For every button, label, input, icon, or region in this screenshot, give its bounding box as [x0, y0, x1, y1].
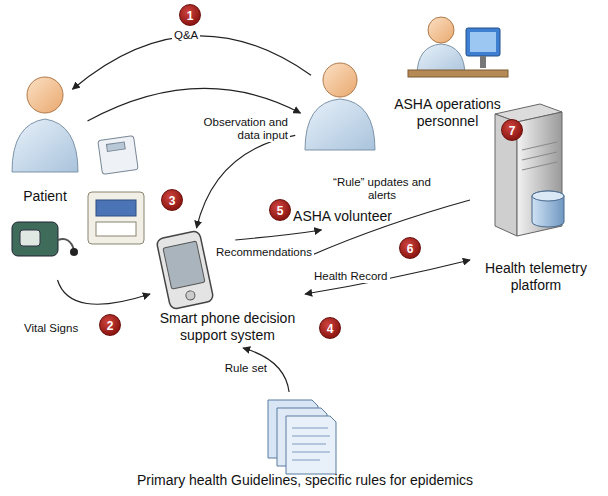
server-icon: [495, 104, 564, 236]
edge-label: Rule set: [190, 362, 269, 375]
node-label: Smart phone decision support system: [150, 310, 305, 344]
flow-arrow: [58, 280, 151, 304]
flow-arrow: [73, 36, 312, 89]
node-label: Primary health Guidelines, specific rule…: [40, 472, 570, 489]
operator-node: ASHA operations personnel: [385, 8, 510, 133]
edge-label: “Rule” updates and alerts: [330, 176, 434, 202]
server-node: Health telemetry platform: [470, 100, 602, 300]
operator-figure: [408, 17, 508, 77]
node-label: ASHA volunteer: [290, 208, 395, 225]
guidelines-node: Primary health Guidelines, specific rule…: [40, 392, 570, 492]
volunteer-node: ASHA volunteer: [290, 58, 395, 230]
callout-number: 4: [319, 317, 341, 339]
edge-label: Q&A: [172, 29, 200, 42]
guideline-documents: [268, 400, 336, 474]
flow-arrow: [197, 135, 296, 228]
patient-node: Patient: [5, 68, 155, 280]
callout-number: 2: [99, 314, 121, 336]
flow-arrow: [235, 230, 321, 240]
patient-figure: [12, 77, 78, 172]
node-label: Patient: [5, 188, 85, 205]
flow-arrow: [305, 260, 470, 294]
volunteer-figure: [305, 63, 375, 150]
edge-label: Vital Signs: [22, 322, 80, 335]
callout-number: 1: [179, 4, 201, 26]
node-label: ASHA operations personnel: [385, 96, 510, 130]
edge-label: Observation and data input: [186, 116, 290, 142]
node-label: Health telemetry platform: [470, 260, 602, 294]
callout-number: 7: [501, 119, 523, 141]
edge-label: Health Record: [312, 270, 390, 283]
callout-number: 5: [269, 199, 291, 221]
edge-label: Recommendations: [214, 246, 314, 259]
smartphone-icon: [156, 230, 214, 310]
callout-number: 3: [161, 189, 183, 211]
callout-number: 6: [399, 237, 421, 259]
